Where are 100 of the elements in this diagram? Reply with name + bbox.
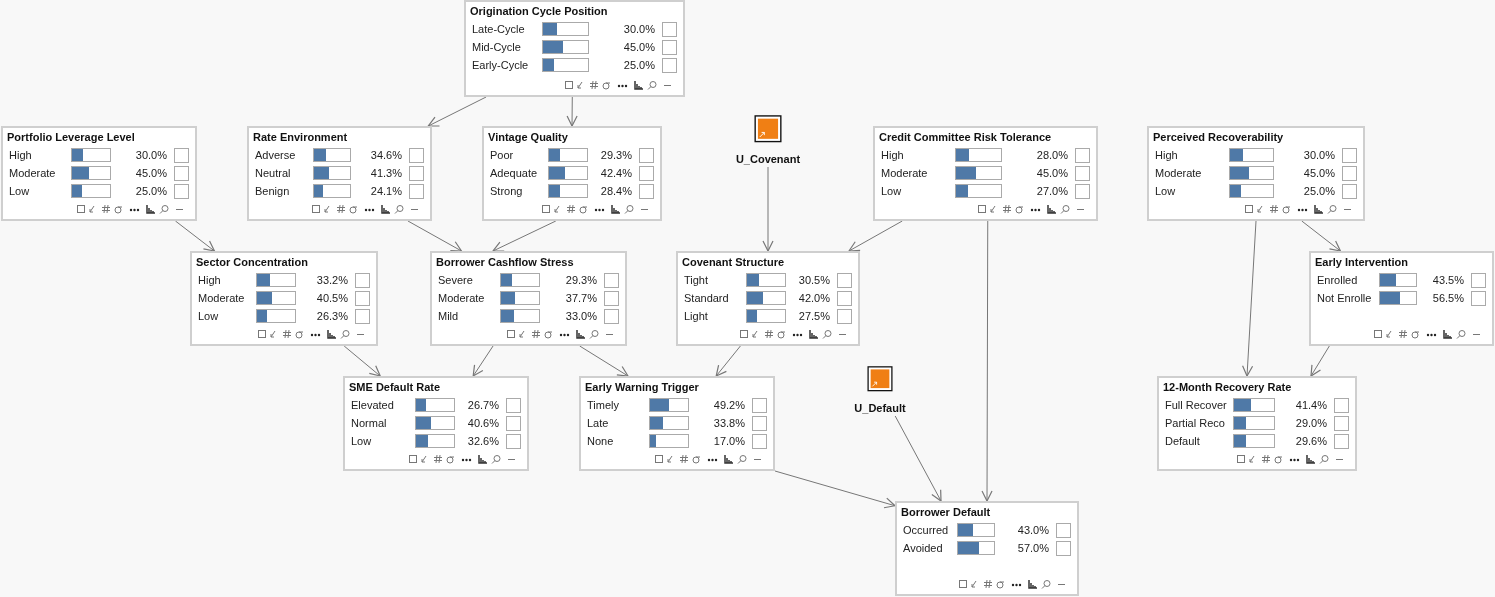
probability-value: 28.0%	[1035, 147, 1069, 163]
probability-value: 28.4%	[599, 183, 633, 199]
state-label: Full Recover	[1165, 397, 1228, 413]
arrow	[848, 220, 903, 252]
state-label: Low	[198, 308, 220, 324]
arrow	[1310, 345, 1330, 377]
node-card	[1147, 126, 1365, 221]
probability-value: 27.0%	[1035, 183, 1069, 199]
state-label: Late-Cycle	[472, 21, 526, 37]
state-label: Adverse	[255, 147, 297, 163]
state-label: Moderate	[881, 165, 929, 181]
state-label: Severe	[438, 272, 474, 288]
probability-value: 40.5%	[315, 290, 349, 306]
node-title: Vintage Quality	[488, 130, 568, 145]
node-card	[1157, 376, 1357, 471]
arrow	[174, 220, 216, 252]
node-title: Borrower Default	[901, 505, 991, 520]
arrow	[1242, 220, 1257, 377]
node-title: Early Intervention	[1315, 255, 1408, 270]
arrow	[715, 345, 741, 377]
state-label: Mild	[438, 308, 460, 324]
state-label: Not Enrolle	[1317, 290, 1373, 306]
node-card	[1309, 251, 1494, 346]
probability-value: 45.0%	[622, 39, 656, 55]
state-label: High	[198, 272, 222, 288]
probability-value: 45.0%	[134, 165, 168, 181]
state-label: Moderate	[198, 290, 246, 306]
node-title: Early Warning Trigger	[585, 380, 699, 395]
probability-value: 41.3%	[369, 165, 403, 181]
probability-value: 41.4%	[1294, 397, 1328, 413]
probability-value: 25.0%	[1302, 183, 1336, 199]
state-label: Tight	[684, 272, 710, 288]
arrow	[566, 96, 578, 127]
node-title: 12-Month Recovery Rate	[1163, 380, 1292, 395]
state-label: Elevated	[351, 397, 395, 413]
state-label: Avoided	[903, 540, 944, 556]
probability-value: 25.0%	[622, 57, 656, 73]
arrow	[774, 470, 896, 509]
probability-value: 42.0%	[797, 290, 831, 306]
state-label: None	[587, 433, 615, 449]
state-label: Neutral	[255, 165, 292, 181]
probability-value: 56.5%	[1431, 290, 1465, 306]
arrow	[579, 345, 629, 377]
arrow	[1301, 220, 1342, 252]
probability-value: 33.2%	[315, 272, 349, 288]
arrow	[762, 166, 774, 252]
probability-value: 29.0%	[1294, 415, 1328, 431]
node-card	[430, 251, 627, 346]
state-label: Early-Cycle	[472, 57, 530, 73]
probability-value: 33.0%	[564, 308, 598, 324]
probability-value: 24.1%	[369, 183, 403, 199]
state-label: Normal	[351, 415, 388, 431]
node-title: Portfolio Leverage Level	[7, 130, 135, 145]
node-card	[343, 376, 529, 471]
state-label: Standard	[684, 290, 730, 306]
state-label: Moderate	[9, 165, 57, 181]
probability-value: 30.5%	[797, 272, 831, 288]
probability-value: 30.0%	[622, 21, 656, 37]
arrow	[472, 345, 494, 377]
probability-value: 57.0%	[1016, 540, 1050, 556]
probability-value: 27.5%	[797, 308, 831, 324]
state-label: Occurred	[903, 522, 950, 538]
node-card	[1, 126, 197, 221]
node-card	[464, 0, 685, 97]
probability-value: 32.6%	[466, 433, 500, 449]
state-label: Adequate	[490, 165, 539, 181]
probability-value: 25.0%	[134, 183, 168, 199]
probability-value: 30.0%	[1302, 147, 1336, 163]
state-label: Benign	[255, 183, 291, 199]
node-title: Covenant Structure	[682, 255, 785, 270]
probability-value: 29.3%	[564, 272, 598, 288]
arrow	[981, 220, 993, 502]
state-label: Moderate	[438, 290, 486, 306]
state-label: High	[1155, 147, 1179, 163]
node-title: Rate Environment	[253, 130, 348, 145]
probability-value: 45.0%	[1302, 165, 1336, 181]
state-label: Low	[9, 183, 31, 199]
probability-value: 49.2%	[712, 397, 746, 413]
probability-value: 34.6%	[369, 147, 403, 163]
node-card	[579, 376, 775, 471]
state-label: Light	[684, 308, 709, 324]
state-label: Partial Reco	[1165, 415, 1226, 431]
node-title: SME Default Rate	[349, 380, 441, 395]
state-label: Default	[1165, 433, 1201, 449]
probability-value: 26.7%	[466, 397, 500, 413]
state-label: Mid-Cycle	[472, 39, 522, 55]
state-label: High	[881, 147, 905, 163]
node-card	[190, 251, 378, 346]
node-card	[482, 126, 662, 221]
probability-value: 26.3%	[315, 308, 349, 324]
state-label: Enrolled	[1317, 272, 1359, 288]
state-label: Low	[881, 183, 903, 199]
arrow	[427, 96, 487, 127]
probability-value: 17.0%	[712, 433, 746, 449]
state-label: Poor	[490, 147, 515, 163]
state-label: Strong	[490, 183, 524, 199]
node-card	[247, 126, 432, 221]
probability-value: 29.3%	[599, 147, 633, 163]
node-title: Credit Committee Risk Tolerance	[879, 130, 1052, 145]
probability-value: 29.6%	[1294, 433, 1328, 449]
